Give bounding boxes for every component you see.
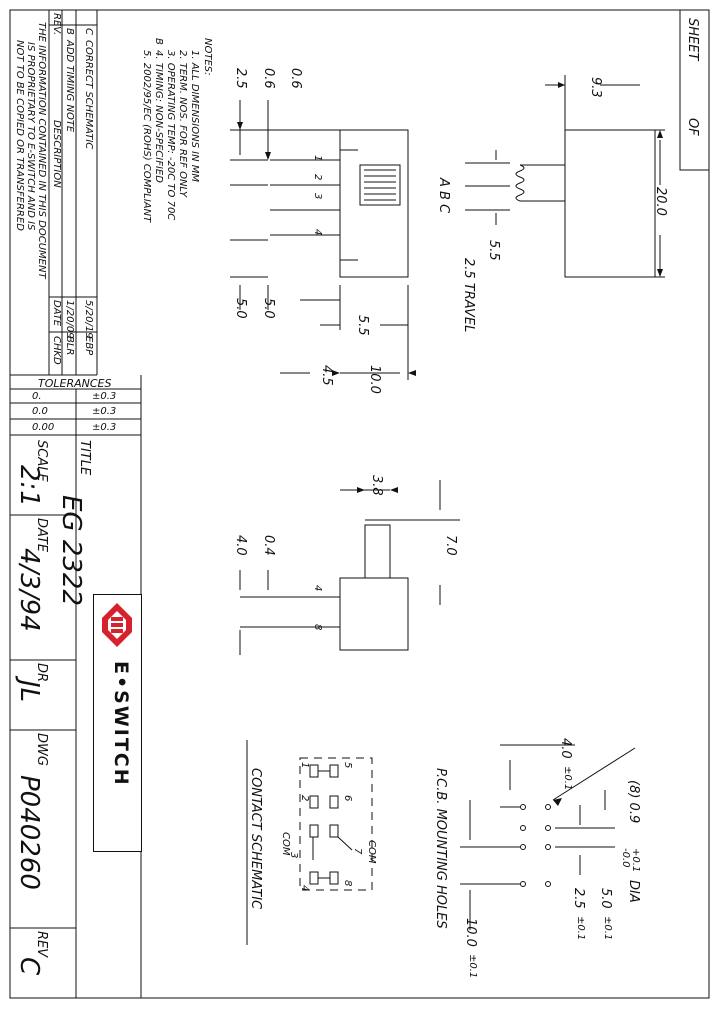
pin-number: 4 xyxy=(299,885,310,892)
dr-value: JL xyxy=(14,680,44,703)
dim-label: 5.0 xyxy=(233,298,248,319)
dim-label: 10.0 xyxy=(463,918,478,947)
dim-label: 0.4 xyxy=(261,535,276,556)
date-label: DATE xyxy=(34,518,49,553)
tol-value: ±0.3 xyxy=(92,406,117,417)
rev-header-rev: REV. xyxy=(51,13,62,36)
scale-value: 2:1 xyxy=(14,465,44,507)
sheet-of-label: OF xyxy=(685,118,700,136)
note-item: 2. TERM. NOS. FOR REF ONLY xyxy=(177,50,188,198)
dim-tol: ±0.1 xyxy=(562,766,573,791)
proprietary-line: NOT TO BE COPIED OR TRANSFERRED xyxy=(14,40,25,231)
pin-number: 2 xyxy=(312,174,323,181)
pin-number: 5 xyxy=(342,762,353,769)
rev-header-description: DESCRIPTION xyxy=(51,120,62,188)
proprietary-line: IS PROPRIETARY TO E-SWITCH AND IS xyxy=(25,42,36,231)
note-item: 1. ALL DIMENSIONS IN MM xyxy=(189,50,200,182)
pin-number: 2 xyxy=(299,795,310,802)
pin-number: 4 xyxy=(312,585,323,592)
rev-label: REV xyxy=(34,931,49,958)
hole-tol-minus: -0.0 xyxy=(620,848,631,868)
drawing-title: EG 2322 xyxy=(56,495,86,607)
dim-label: 4.0 xyxy=(558,738,573,759)
rev-description: CORRECT SCHEMATIC xyxy=(83,40,94,150)
notes-heading: NOTES: xyxy=(202,38,213,76)
pin-number: 7 xyxy=(352,848,363,855)
dim-label: 2.5 xyxy=(233,68,248,89)
dim-label: 20.0 xyxy=(653,187,668,216)
tol-format: 0.00 xyxy=(32,422,55,433)
note-item: 4. TIMING: NON-SPECIFIED xyxy=(153,50,164,183)
dim-label: 5.5 xyxy=(355,315,370,336)
pin-number: 8 xyxy=(342,880,353,887)
rev-value: C xyxy=(14,957,44,976)
pin-number: 4 xyxy=(312,229,323,236)
dim-label: 0.6 xyxy=(288,68,303,89)
pin-number: 6 xyxy=(342,795,353,802)
rev-header-chkd: CHKD xyxy=(51,336,62,365)
rev-chkd: EBP xyxy=(83,336,94,356)
com-label: COM xyxy=(280,832,291,856)
dim-label: 5.0 xyxy=(261,298,276,319)
dim-label: 7.0 xyxy=(443,535,458,556)
logo-mark-icon xyxy=(102,603,132,647)
pin-number: 3 xyxy=(312,193,323,200)
dim-label: 5.5 xyxy=(486,240,501,261)
revision-marker: B xyxy=(153,38,164,45)
dim-label: 3.8 xyxy=(369,475,384,496)
dim-tol: ±0.1 xyxy=(467,954,478,979)
rev-date: 5/20/19 xyxy=(83,300,94,339)
hole-unit: DIA xyxy=(626,880,641,903)
com-label: COM xyxy=(366,840,377,864)
hole-callout: (8) 0.9 xyxy=(626,780,641,824)
e-switch-logo: E•SWITCH xyxy=(93,594,142,852)
note-item: 5. 2002/95/EC (ROHS) COMPLIANT xyxy=(141,50,152,223)
dwg-label: DWG xyxy=(34,733,49,766)
travel-label: 2.5 TRAVEL xyxy=(461,258,476,333)
rev-value: B xyxy=(64,28,75,35)
title-label: TITLE xyxy=(77,440,92,476)
dim-label: 0.6 xyxy=(261,68,276,89)
dim-label: 9.3 xyxy=(588,77,603,98)
hole-tol-plus: +0.1 xyxy=(630,848,641,873)
proprietary-line: THE INFORMATION CONTAINED IN THIS DOCUME… xyxy=(36,22,47,279)
pin-number: 1 xyxy=(299,762,310,769)
dim-label: 4.5 xyxy=(319,365,334,386)
rev-date: 1/20/09 xyxy=(64,300,75,339)
tol-format: 0.0 xyxy=(32,406,48,417)
schematic-title: CONTACT SCHEMATIC xyxy=(248,768,263,910)
note-item: 3. OPERATING TEMP: -20C TO 70C xyxy=(165,50,176,221)
sheet-label: SHEET xyxy=(685,18,700,61)
dim-label: 5.0 xyxy=(598,888,613,909)
tol-value: ±0.3 xyxy=(92,422,117,433)
pin-number: 1 xyxy=(312,155,323,162)
pin-number: 8 xyxy=(312,624,323,631)
dim-label: 4.0 xyxy=(233,535,248,556)
dim-tol: ±0.1 xyxy=(602,916,613,941)
rev-chkd: BLR xyxy=(64,336,75,356)
date-value: 4/3/94 xyxy=(14,548,44,632)
pcb-title: P.C.B. MOUNTING HOLES xyxy=(433,768,448,929)
dwg-value: P040260 xyxy=(14,775,44,890)
rev-description: ADD TIMING NOTE xyxy=(64,40,75,133)
position-labels: A B C xyxy=(436,178,451,214)
logo-text: E•SWITCH xyxy=(110,661,132,787)
tolerances-title: TOLERANCES xyxy=(38,377,112,390)
dim-tol: ±0.1 xyxy=(575,916,586,941)
tol-value: ±0.3 xyxy=(92,391,117,402)
dim-label: 10.0 xyxy=(367,365,382,394)
rev-header-date: DATE xyxy=(51,300,62,327)
dim-label: 2.5 xyxy=(571,888,586,909)
rev-value: C xyxy=(83,28,94,35)
tol-format: 0. xyxy=(32,391,42,402)
